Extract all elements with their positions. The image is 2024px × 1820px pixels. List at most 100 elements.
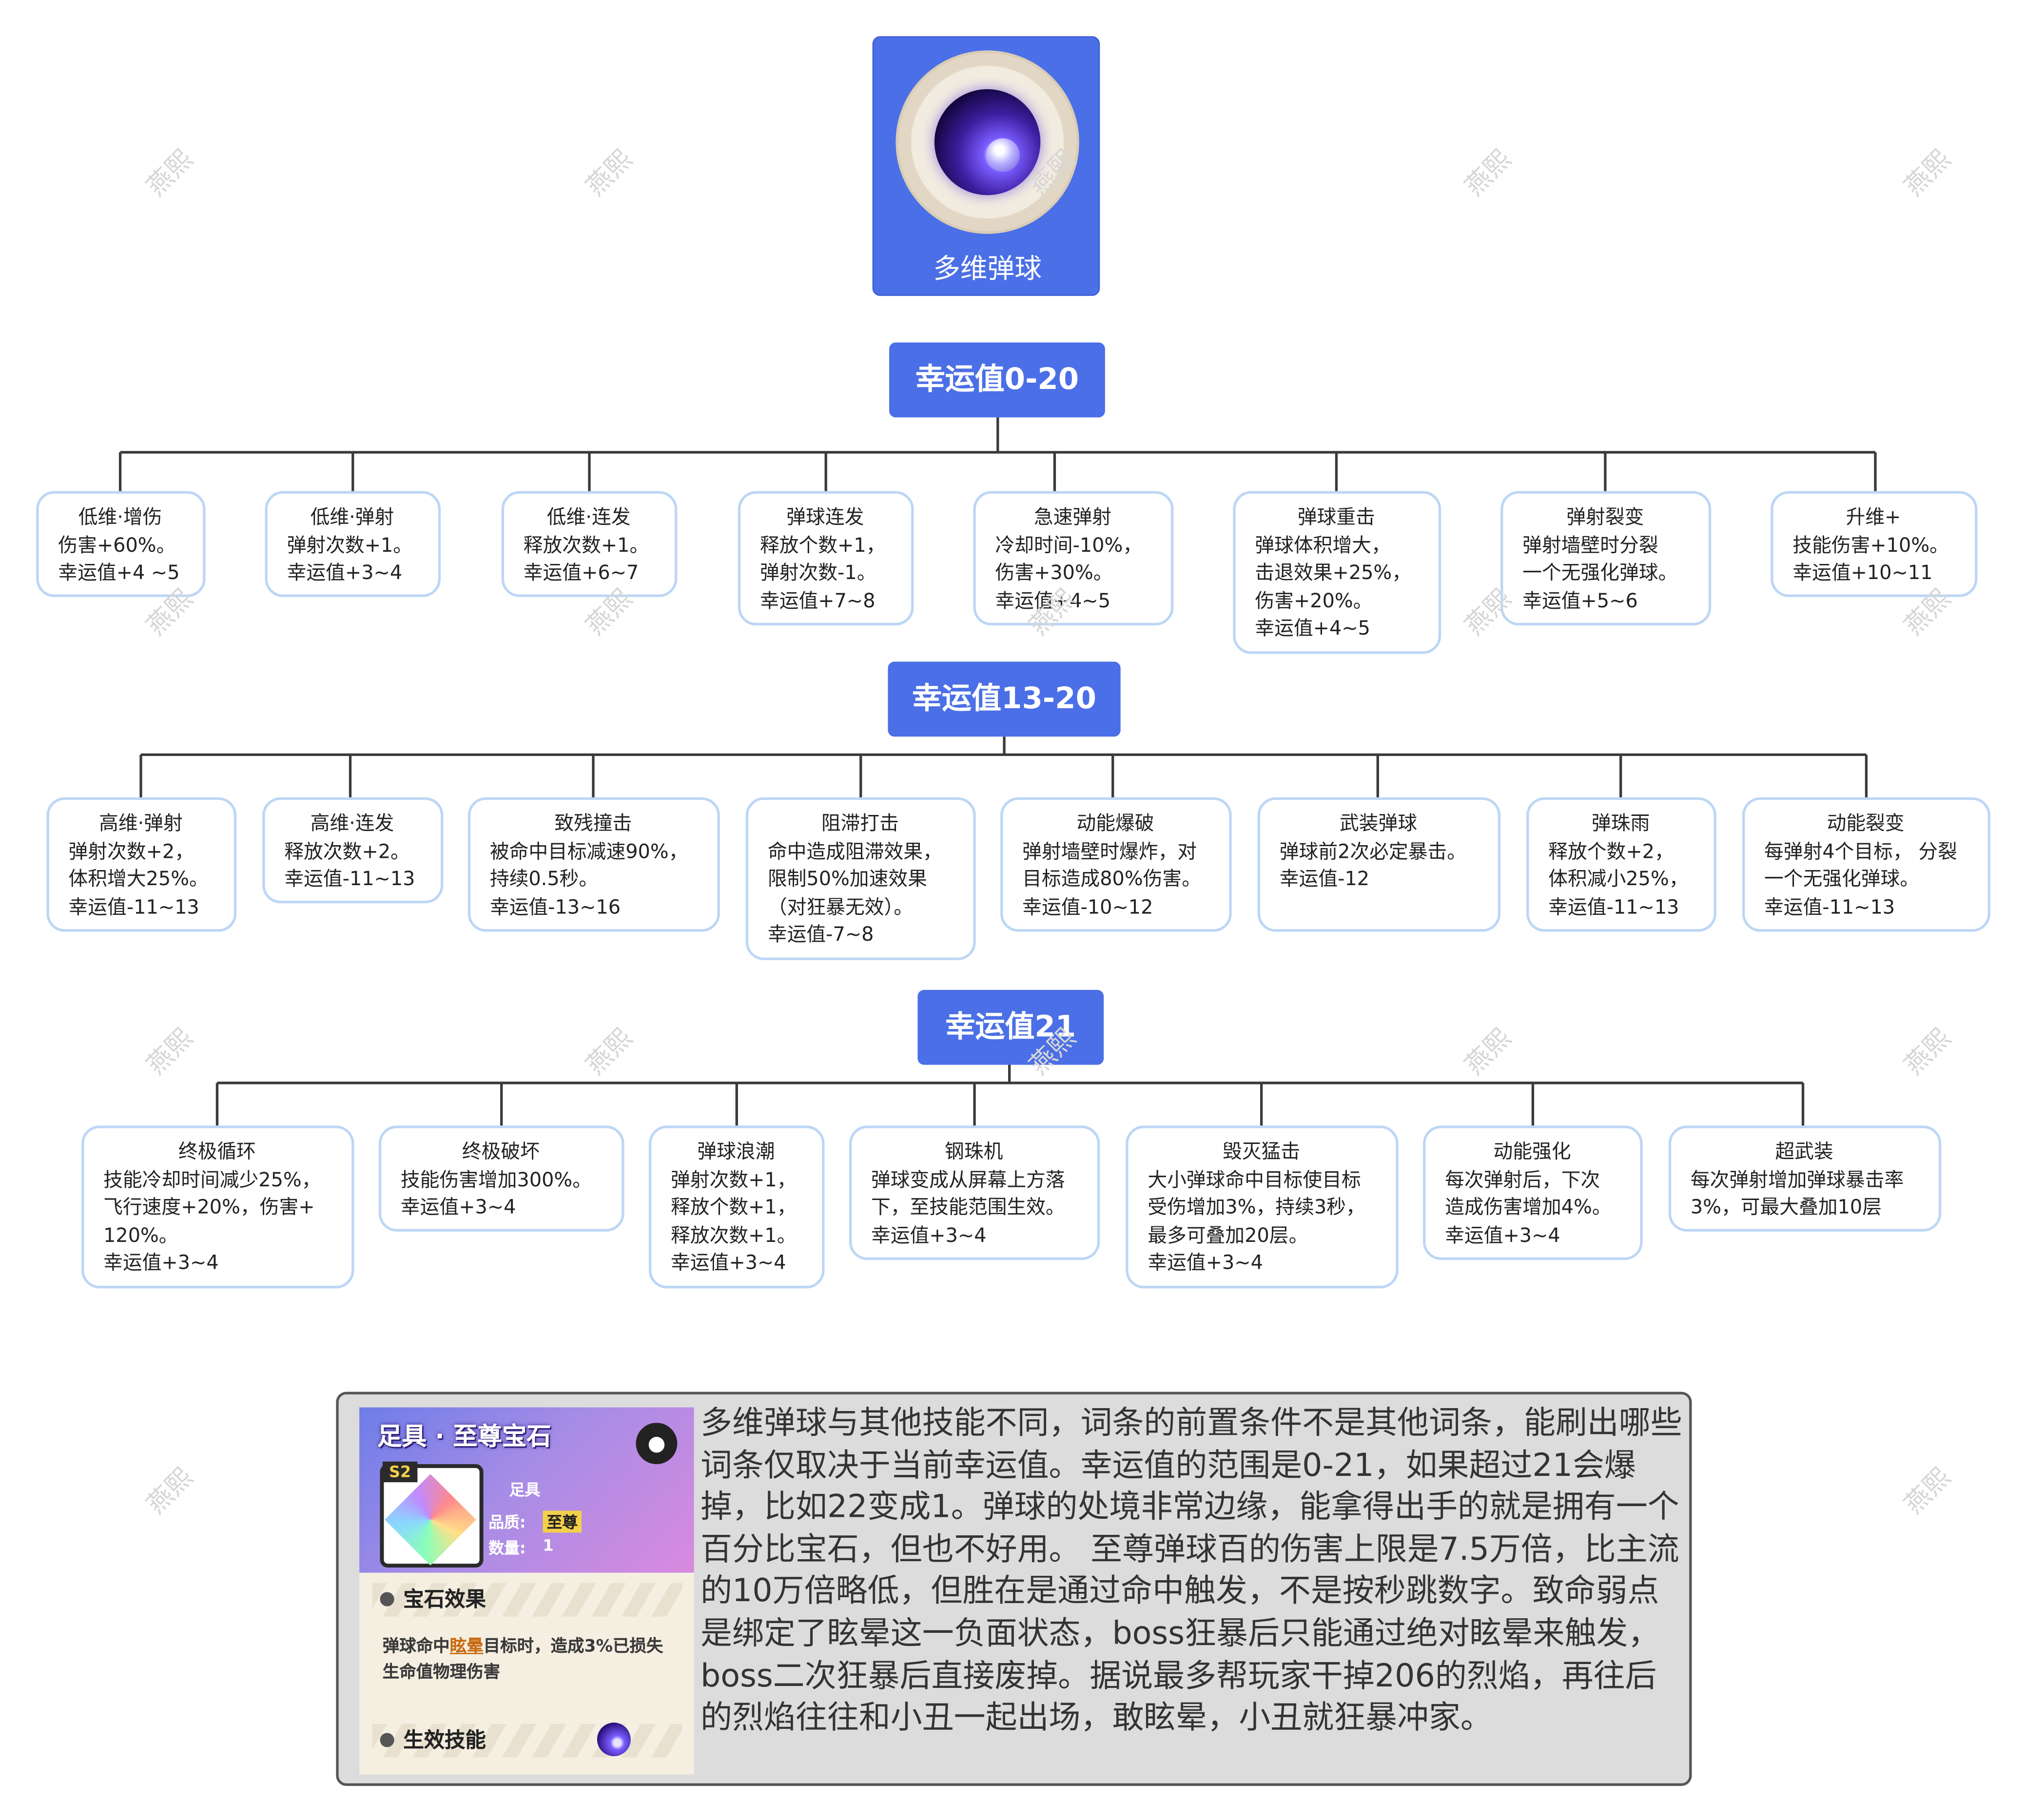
option-node[interactable]: 致残撞击被命中目标减速90%， 持续0.5秒。 幸运值-13~16 — [467, 797, 720, 932]
group-luck-13-20[interactable]: 幸运值13-20 — [888, 661, 1121, 737]
gem-effect-heading-text: 宝石效果 — [403, 1587, 486, 1612]
option-title: 武装弹球 — [1340, 812, 1418, 835]
gem-title: 足具 · 至尊宝石 — [377, 1423, 551, 1452]
option-body: 技能伤害+10%。 幸运值+10~11 — [1792, 533, 1949, 584]
root-node[interactable]: 多维弹球 — [872, 36, 1100, 296]
option-title: 弹球浪潮 — [697, 1140, 775, 1163]
gem-effect-pre: 弹球命中 — [382, 1637, 450, 1657]
option-body: 弹射次数+2， 体积增大25%。 幸运值-11~13 — [68, 839, 209, 918]
option-node[interactable]: 终极循环技能冷却时间减少25%， 飞行速度+20%，伤害+ 120%。 幸运值+… — [81, 1125, 354, 1289]
option-node[interactable]: 弹球连发释放个数+1， 弹射次数-1。 幸运值+7~8 — [738, 491, 914, 626]
option-node[interactable]: 低维·增伤伤害+60%。 幸运值+4 ~5 — [36, 491, 206, 597]
orb-icon — [934, 89, 1041, 195]
option-title: 弹珠雨 — [1592, 812, 1650, 835]
option-node[interactable]: 阻滞打击命中造成阻滞效果， 限制50%加速效果 （对狂暴无效）。 幸运值-7~8 — [745, 797, 976, 960]
option-body: 弹射次数+1。 幸运值+3~4 — [287, 533, 413, 584]
option-title: 低维·弹射 — [310, 505, 394, 529]
option-node[interactable]: 急速弹射冷却时间-10%， 伤害+30%。 幸运值+4~5 — [973, 491, 1174, 626]
option-body: 技能冷却时间减少25%， 飞行速度+20%，伤害+ 120%。 幸运值+3~4 — [103, 1167, 321, 1275]
gem-effect-highlight: 眩晕 — [449, 1637, 484, 1657]
option-title: 超武装 — [1775, 1140, 1833, 1163]
option-body: 伤害+60%。 幸运值+4 ~5 — [58, 533, 180, 584]
option-node[interactable]: 高维·弹射弹射次数+2， 体积增大25%。 幸运值-11~13 — [46, 797, 237, 932]
option-title: 钢珠机 — [945, 1140, 1003, 1163]
option-title: 动能裂变 — [1827, 812, 1905, 835]
option-node[interactable]: 弹射裂变弹射墙壁时分裂 一个无强化弹球。 幸运值+5~6 — [1500, 491, 1712, 626]
gem-skill-heading-text: 生效技能 — [403, 1727, 486, 1753]
option-title: 低维·增伤 — [78, 505, 162, 529]
option-body: 每次弹射后，下次 造成伤害增加4%。 幸运值+3~4 — [1445, 1167, 1612, 1247]
option-body: 每弹射4个目标， 分裂 一个无强化弹球。 幸运值-11~13 — [1764, 839, 1957, 918]
option-body: 释放次数+1。 幸运值+6~7 — [523, 533, 649, 584]
option-title: 动能强化 — [1493, 1140, 1571, 1163]
option-node[interactable]: 弹球浪潮弹射次数+1， 释放个数+1， 释放次数+1。 幸运值+3~4 — [648, 1125, 825, 1289]
bullet-icon — [380, 1733, 394, 1747]
option-title: 动能爆破 — [1076, 812, 1154, 835]
option-node[interactable]: 升维+ 技能伤害+10%。 幸运值+10~11 — [1771, 491, 1978, 597]
option-title: 致残撞击 — [554, 812, 632, 835]
option-node[interactable]: 弹球重击弹球体积增大， 击退效果+25%， 伤害+20%。 幸运值+4~5 — [1233, 491, 1441, 654]
root-title: 多维弹球 — [933, 253, 1042, 285]
option-body: 大小弹球命中目标使目标 受伤增加3%，持续3秒， 最多可叠加20层。 幸运值+3… — [1148, 1167, 1365, 1275]
lock-icon: ● — [636, 1423, 678, 1464]
option-node[interactable]: 动能爆破弹射墙壁时爆炸，对 目标造成80%伤害。 幸运值-10~12 — [1000, 797, 1232, 932]
option-body: 弹球体积增大， 击退效果+25%， 伤害+20%。 幸运值+4~5 — [1255, 533, 1412, 640]
option-title: 弹球连发 — [786, 505, 864, 529]
option-node[interactable]: 超武装每次弹射增加弹球暴击率 3%，可最大叠加10层 — [1668, 1125, 1942, 1232]
option-body: 弹射墙壁时爆炸，对 目标造成80%伤害。 幸运值-10~12 — [1022, 839, 1201, 918]
gem-slot: 足具 — [509, 1481, 541, 1499]
gem-quality-label: 品质: — [488, 1513, 526, 1531]
option-node[interactable]: 低维·弹射弹射次数+1。 幸运值+3~4 — [265, 491, 441, 597]
notes-card: 足具 · 至尊宝石 ● S2 足具 品质: 至尊 数量: 1 宝石效果 弹球命中… — [336, 1392, 1692, 1786]
option-body: 释放次数+2。 幸运值-11~13 — [284, 839, 415, 891]
option-body: 弹射次数+1， 释放个数+1， 释放次数+1。 幸运值+3~4 — [671, 1167, 797, 1275]
gem-quality-value: 至尊 — [543, 1510, 582, 1533]
group-luck-0-20[interactable]: 幸运值0-20 — [889, 342, 1105, 418]
option-title: 升维+ — [1846, 505, 1901, 529]
gem-skill-heading: 生效技能 — [372, 1723, 682, 1758]
option-node[interactable]: 毁灭猛击大小弹球命中目标使目标 受伤增加3%，持续3秒， 最多可叠加20层。 幸… — [1126, 1125, 1399, 1289]
tier-badge: S2 — [382, 1461, 418, 1483]
option-body: 释放个数+1， 弹射次数-1。 幸运值+7~8 — [759, 533, 886, 612]
option-title: 毁灭猛击 — [1223, 1140, 1301, 1163]
gem-effect-post: 目标时，造成3%已损失生命值物理伤害 — [382, 1637, 663, 1683]
bullet-icon — [380, 1592, 394, 1607]
orb-emblem-icon — [895, 50, 1079, 234]
option-title: 终极循环 — [178, 1140, 256, 1163]
option-body: 被命中目标减速90%， 持续0.5秒。 幸运值-13~16 — [489, 839, 688, 918]
group-luck-21[interactable]: 幸运值21 — [917, 989, 1104, 1065]
option-node[interactable]: 低维·连发释放次数+1。 幸运值+6~7 — [501, 491, 678, 597]
option-title: 急速弹射 — [1033, 505, 1112, 529]
option-node[interactable]: 钢珠机弹球变成从屏幕上方落 下，至技能范围生效。 幸运值+3~4 — [849, 1125, 1100, 1260]
gem-count-label: 数量: — [488, 1539, 526, 1557]
option-body: 冷却时间-10%， 伤害+30%。 幸运值+4~5 — [995, 533, 1143, 612]
option-node[interactable]: 弹珠雨释放个数+2， 体积减小25%， 幸运值-11~13 — [1526, 797, 1716, 932]
option-body: 弹球前2次必定暴击。 幸运值-12 — [1279, 839, 1467, 891]
gem-count-value: 1 — [543, 1536, 554, 1555]
skill-orb-icon — [597, 1723, 631, 1757]
option-title: 弹球重击 — [1297, 505, 1375, 529]
option-title: 弹射裂变 — [1566, 505, 1644, 529]
option-title: 阻滞打击 — [821, 812, 899, 835]
option-title: 低维·连发 — [546, 505, 631, 529]
option-body: 释放个数+2， 体积减小25%， 幸运值-11~13 — [1548, 839, 1689, 918]
gem-card-image: 足具 · 至尊宝石 ● S2 足具 品质: 至尊 数量: 1 宝石效果 弹球命中… — [359, 1407, 694, 1775]
description-text: 多维弹球与其他技能不同，词条的前置条件不是其他词条，能刷出哪些词条仅取决于当前幸… — [701, 1403, 1682, 1736]
option-node[interactable]: 动能裂变每弹射4个目标， 分裂 一个无强化弹球。 幸运值-11~13 — [1742, 797, 1991, 932]
option-node[interactable]: 高维·连发释放次数+2。 幸运值-11~13 — [262, 797, 444, 904]
gem-effect-heading: 宝石效果 — [372, 1583, 682, 1617]
option-title: 高维·弹射 — [99, 812, 183, 835]
option-body: 命中造成阻滞效果， 限制50%加速效果 （对狂暴无效）。 幸运值-7~8 — [767, 839, 942, 946]
option-node[interactable]: 动能强化每次弹射后，下次 造成伤害增加4%。 幸运值+3~4 — [1423, 1125, 1643, 1260]
option-node[interactable]: 终极破坏技能伤害增加300%。 幸运值+3~4 — [378, 1125, 624, 1232]
gem-effect-text: 弹球命中眩晕目标时，造成3%已损失生命值物理伤害 — [383, 1635, 680, 1686]
option-body: 每次弹射增加弹球暴击率 3%，可最大叠加10层 — [1690, 1167, 1904, 1219]
option-body: 技能伤害增加300%。 幸运值+3~4 — [400, 1167, 592, 1219]
option-title: 终极破坏 — [462, 1140, 540, 1163]
option-body: 弹射墙壁时分裂 一个无强化弹球。 幸运值+5~6 — [1522, 533, 1678, 612]
option-node[interactable]: 武装弹球弹球前2次必定暴击。 幸运值-12 — [1257, 797, 1501, 932]
option-title: 高维·连发 — [310, 812, 394, 835]
option-body: 弹球变成从屏幕上方落 下，至技能范围生效。 幸运值+3~4 — [871, 1167, 1065, 1247]
